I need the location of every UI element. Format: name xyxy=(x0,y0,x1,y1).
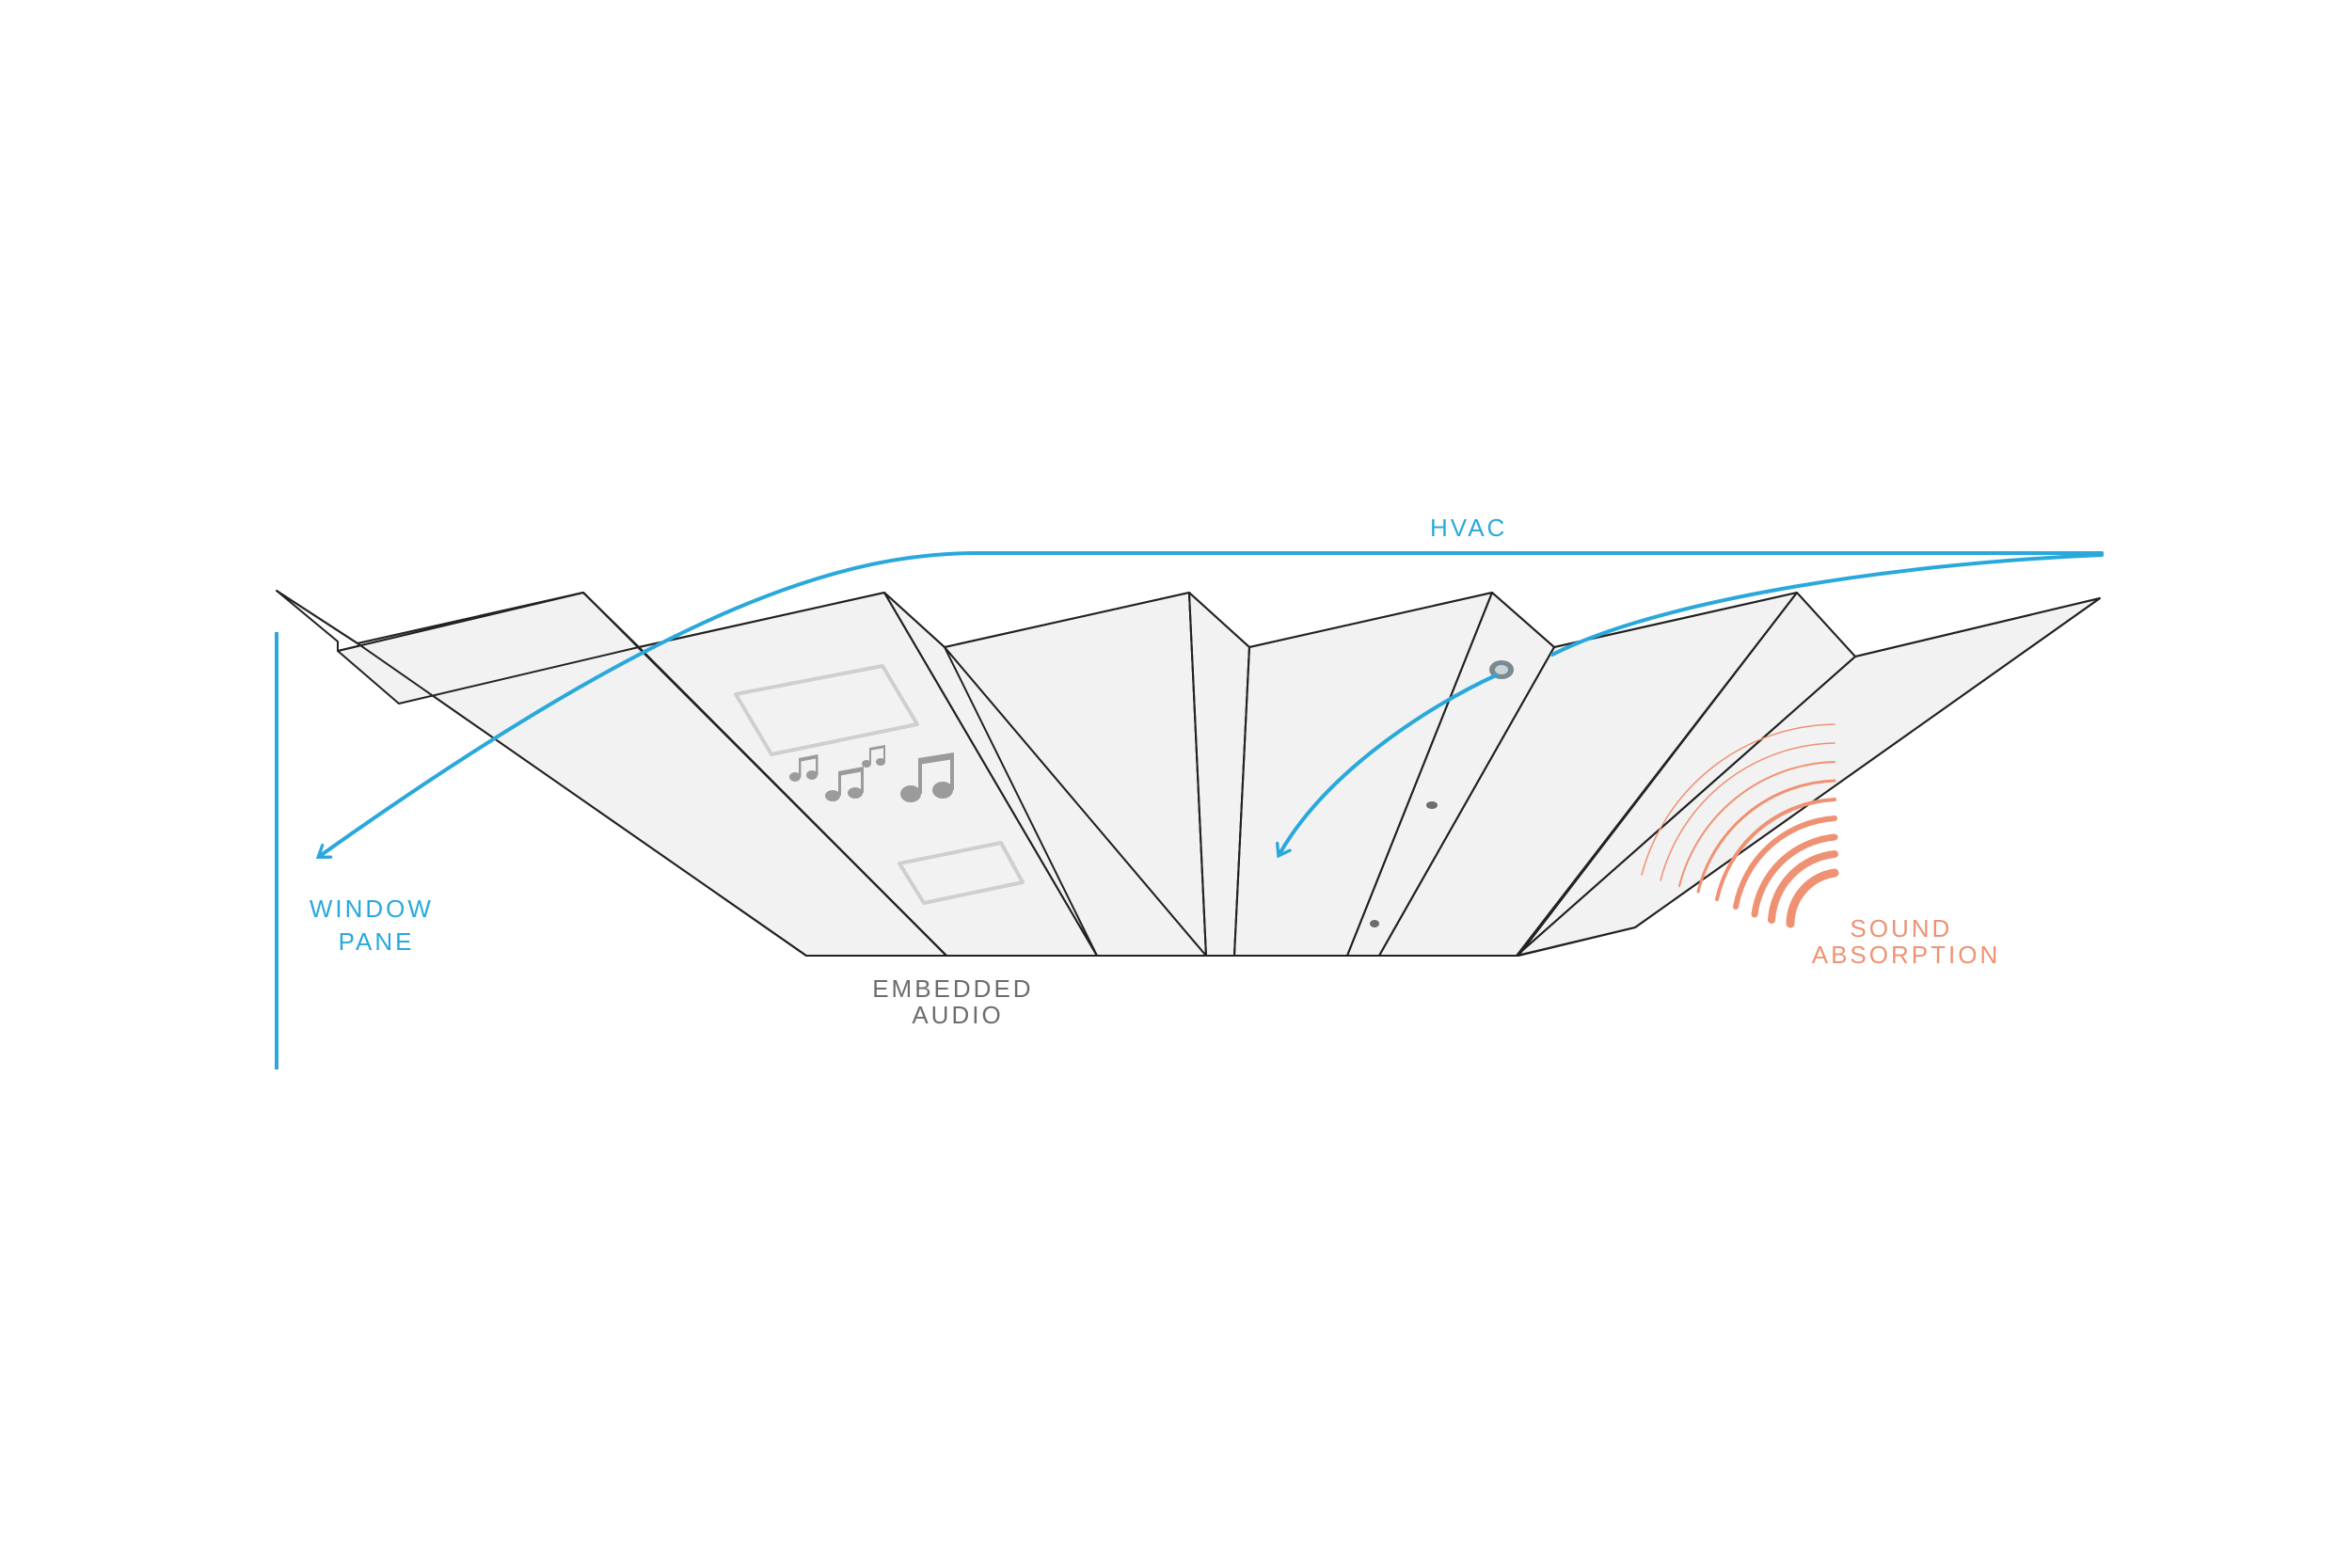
hvac-vent-arrow xyxy=(1276,673,1498,859)
speaker-icon xyxy=(898,841,1025,905)
hvac-return-line xyxy=(1550,553,2104,657)
window-pane-label: WINDOW PANE xyxy=(310,895,443,956)
hvac-label: HVAC xyxy=(1430,514,1507,542)
sound-wave-icon xyxy=(1641,723,1839,928)
speaker-icon xyxy=(734,664,919,756)
music-notes-icon xyxy=(789,745,954,802)
hvac-supply-line xyxy=(315,551,2104,859)
embedded-audio-label: EMBEDDED AUDIO xyxy=(872,974,1043,1029)
folded-ceiling xyxy=(276,590,2101,957)
sound-absorption-label: SOUND ABSORPTION xyxy=(1812,914,2000,969)
